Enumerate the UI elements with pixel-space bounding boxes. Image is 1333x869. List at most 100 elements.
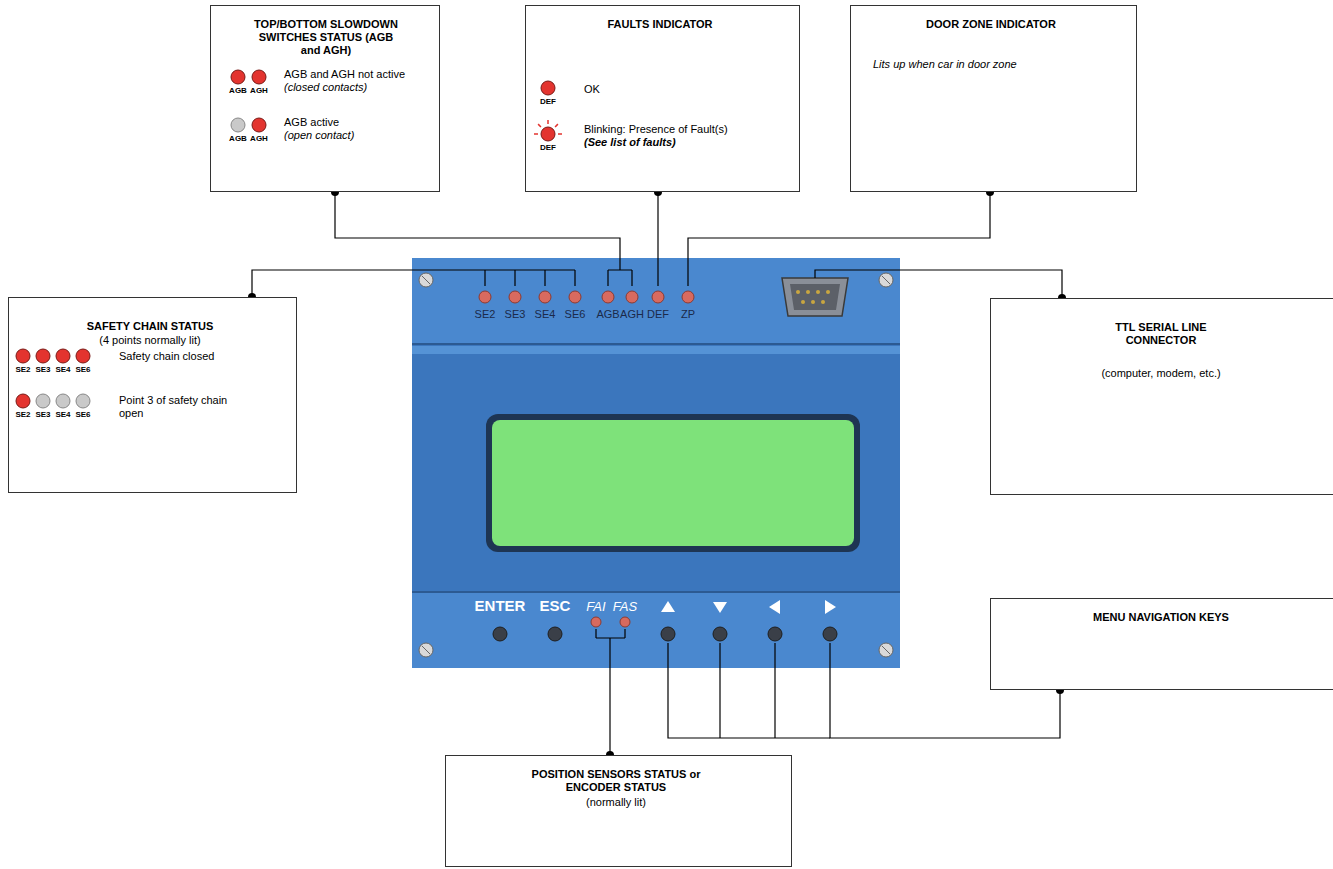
connector-pins xyxy=(796,290,830,304)
led-lit xyxy=(76,349,90,363)
slowdown-callout: TOP/BOTTOM SLOWDOWN SWITCHES STATUS (AGB… xyxy=(210,5,440,192)
leader-connector xyxy=(654,188,662,258)
blink-ray xyxy=(547,120,549,124)
faults-callout: FAULTS INDICATORDEFOKDEFBlinking: Presen… xyxy=(525,5,800,192)
led xyxy=(509,291,521,303)
panel-edge xyxy=(412,343,900,345)
panel-edge xyxy=(412,346,900,354)
led xyxy=(620,617,630,627)
arrow-up xyxy=(661,601,675,612)
led-lit xyxy=(16,349,30,363)
bracket-line xyxy=(719,668,720,738)
led-lit xyxy=(252,70,266,84)
key-button xyxy=(823,627,837,641)
connector-face xyxy=(790,284,840,310)
leader-line xyxy=(252,270,412,297)
panel-body xyxy=(412,258,900,668)
led-off xyxy=(56,394,70,408)
blink-ray xyxy=(558,133,562,135)
led-label: SE3 xyxy=(29,365,57,375)
bracket-line xyxy=(815,270,900,278)
led-samples xyxy=(526,6,794,193)
led-label: AGB xyxy=(591,308,625,321)
bracket-line xyxy=(774,668,775,738)
blink-ray xyxy=(538,124,541,127)
controller-panel: SE2SE3SE4SE6AGBAGHDEFZPENTERESCFAIFAS xyxy=(412,258,900,668)
arrow-down xyxy=(713,602,727,613)
keys-callout: MENU NAVIGATION KEYS xyxy=(990,598,1333,690)
leader-connector xyxy=(606,668,614,759)
serial-connector xyxy=(782,278,848,316)
key-label: ENTER xyxy=(468,597,532,615)
callout-text: AGB active xyxy=(284,116,339,129)
bracket-line xyxy=(658,258,688,286)
leader-connector xyxy=(688,188,994,258)
key-button xyxy=(661,627,675,641)
led-label: SE2 xyxy=(9,365,37,375)
led xyxy=(591,617,601,627)
callout-heading: MENU NAVIGATION KEYS xyxy=(991,611,1331,624)
bracket-line xyxy=(668,643,830,668)
sensor-led-label: FAS xyxy=(611,599,639,615)
callout-text: OK xyxy=(584,83,600,96)
blink-ray xyxy=(555,124,558,127)
callout-text: Safety chain closed xyxy=(119,350,214,363)
callout-note: Lits up when car in door zone xyxy=(873,58,1017,71)
screws xyxy=(419,273,893,657)
led-off xyxy=(36,394,50,408)
led xyxy=(602,291,614,303)
serial-callout: TTL SERIAL LINE CONNECTOR(computer, mode… xyxy=(990,298,1333,495)
callout-note: (4 points normally lit) xyxy=(9,334,291,347)
led-label: SE4 xyxy=(49,365,77,375)
arrow-left xyxy=(769,600,780,614)
keys xyxy=(493,627,837,641)
leader-brackets xyxy=(412,258,900,668)
callout-note: (closed contacts) xyxy=(284,81,367,94)
key-button xyxy=(493,627,507,641)
led-label: DEF xyxy=(534,97,562,107)
led-label: SE3 xyxy=(498,308,532,321)
callout-heading: TOP/BOTTOM SLOWDOWN SWITCHES STATUS (AGB… xyxy=(251,18,401,57)
keys-bracket xyxy=(668,668,830,738)
position-callout: POSITION SENSORS STATUS or ENCODER STATU… xyxy=(445,755,792,867)
screen-frame xyxy=(486,414,860,552)
led-label: DEF xyxy=(534,143,562,153)
led-label: SE6 xyxy=(558,308,592,321)
led xyxy=(539,291,551,303)
callout-text: Blinking: Presence of Fault(s) xyxy=(584,123,728,136)
safety-chain-callout: SAFETY CHAIN STATUS(4 points normally li… xyxy=(8,297,297,493)
callout-note: (See list of faults) xyxy=(584,136,676,149)
key-button xyxy=(548,627,562,641)
screw-slot xyxy=(422,276,890,654)
key-button xyxy=(713,627,727,641)
led-off xyxy=(231,118,245,132)
bracket-line xyxy=(608,258,632,286)
led xyxy=(569,291,581,303)
lcd-screen xyxy=(492,420,854,546)
callout-heading: DOOR ZONE INDICATOR xyxy=(851,18,1131,31)
led-label: ZP xyxy=(671,308,705,321)
led xyxy=(652,291,664,303)
led-lit xyxy=(541,127,555,141)
bracket-line xyxy=(412,270,575,286)
led-label: SE6 xyxy=(69,365,97,375)
leader-line xyxy=(657,192,658,258)
led-label: SE4 xyxy=(528,308,562,321)
led-label: SE4 xyxy=(49,410,77,420)
key-label: ESC xyxy=(523,597,587,615)
led-lit xyxy=(541,81,555,95)
led-lit xyxy=(56,349,70,363)
bracket-line xyxy=(668,668,830,738)
led-label: DEF xyxy=(641,308,675,321)
bracket-line xyxy=(596,629,625,668)
led-label: SE6 xyxy=(69,410,97,420)
arrow-right xyxy=(825,600,836,614)
callout-text: Point 3 of safety chain open xyxy=(119,394,244,420)
led-label: AGH xyxy=(615,308,649,321)
arrow-symbols xyxy=(661,600,836,614)
callout-text: AGB and AGH not active xyxy=(284,68,405,81)
connector-shell xyxy=(782,278,848,316)
leader-line xyxy=(688,192,990,258)
sensor-led-label: FAI xyxy=(582,599,610,615)
